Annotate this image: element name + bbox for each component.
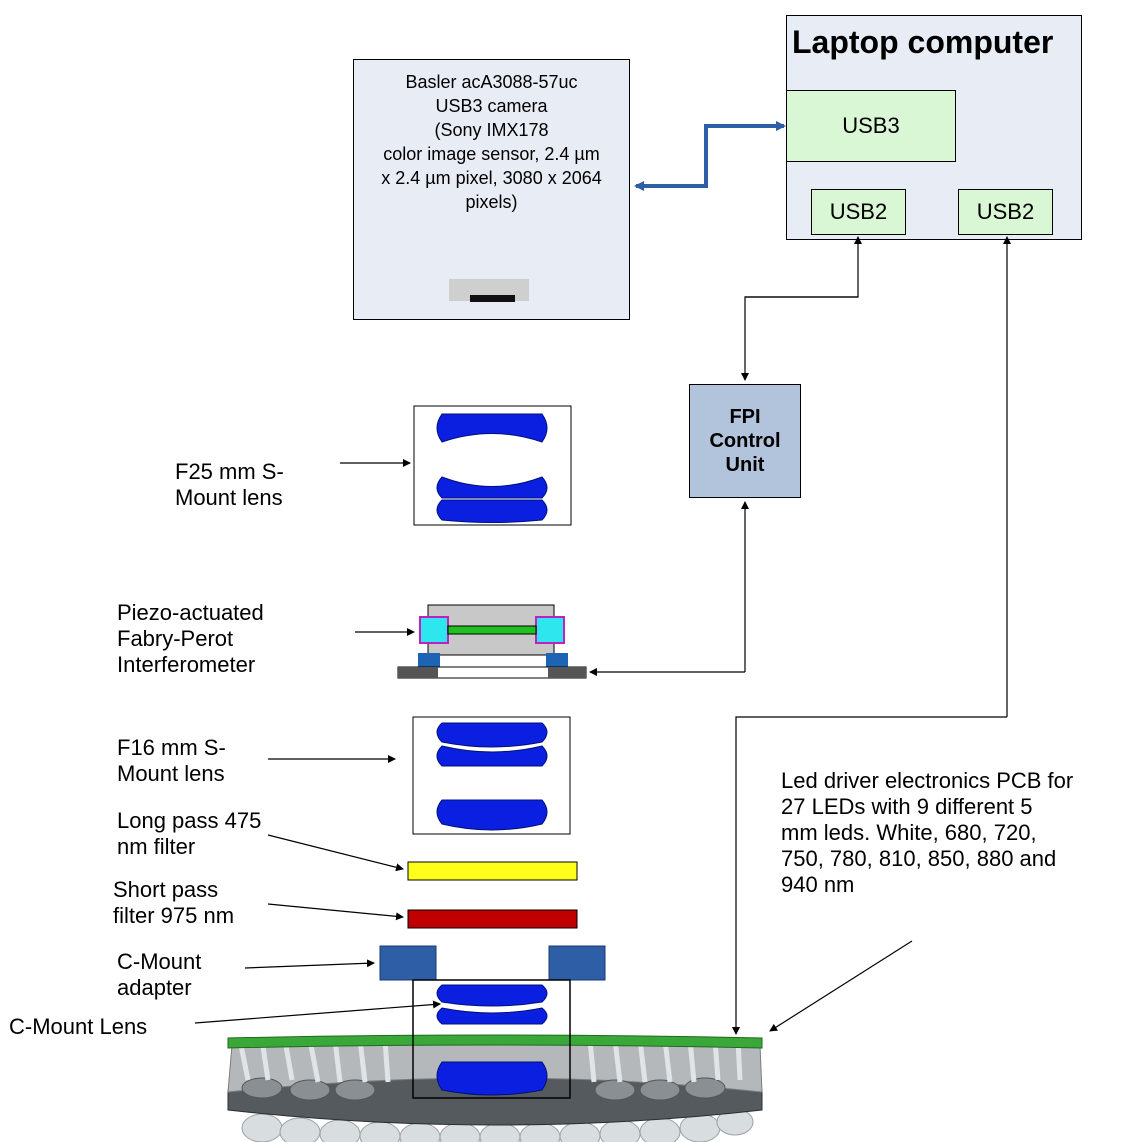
cmount-lens <box>412 979 571 1099</box>
camera-line: pixels) <box>465 192 518 212</box>
fpi-control-unit-label: FPI Control Unit <box>709 405 780 477</box>
label-longpass-filter: Long pass 475 nm filter <box>117 808 261 860</box>
label-shortpass-filter: Short pass filter 975 nm <box>113 877 234 929</box>
label-line: F25 mm S- <box>175 459 284 484</box>
label-cmount-lens: C-Mount Lens <box>9 1014 148 1039</box>
shortpass-filter <box>407 909 578 929</box>
pointer-cmount-lens <box>194 1000 441 1024</box>
f25-lens-assembly <box>413 405 572 526</box>
camera-description: Basler acA3088-57uc USB3 camera (Sony IM… <box>353 70 630 214</box>
usb3-port: USB3 <box>786 90 956 162</box>
usb2-port-right: USB2 <box>958 189 1053 235</box>
pointer-longpass <box>267 834 404 872</box>
label-line: 27 LEDs with 9 different 5 <box>781 794 1033 819</box>
camera-line: x 2.4 µm pixel, 3080 x 2064 <box>381 168 602 188</box>
f16-lens-assembly <box>412 716 571 835</box>
camera-line: color image sensor, 2.4 µm <box>383 144 600 164</box>
label-line: Led driver electronics PCB for <box>781 768 1074 793</box>
label-line: F16 mm S- <box>117 735 226 760</box>
fpi-line: Control <box>709 430 781 452</box>
fpi-line: Unit <box>725 454 765 476</box>
label-line: mm leds. White, 680, 720, <box>781 820 1037 845</box>
fpi-control-unit-box: FPI Control Unit <box>689 384 801 498</box>
label-led-driver-pcb: Led driver electronics PCB for 27 LEDs w… <box>781 768 1073 898</box>
label-line: Short pass <box>113 877 219 902</box>
led-ring <box>227 1034 763 1142</box>
pointer-cmount-adapter <box>244 959 375 969</box>
label-cmount-adapter: C-Mount adapter <box>117 949 201 1001</box>
fpi-control-connection <box>589 501 749 676</box>
label-line: Long pass 475 <box>117 808 262 833</box>
usb2-port-left: USB2 <box>811 189 906 235</box>
fpi-line: FPI <box>729 406 761 428</box>
label-line: Piezo-actuated <box>117 600 264 625</box>
pointer-shortpass <box>267 903 404 921</box>
camera-sensor-chip <box>470 295 515 302</box>
label-fpi-interferometer: Piezo-actuated Fabry-Perot Interferomete… <box>117 600 264 678</box>
pointer-led-pcb <box>769 940 913 1032</box>
label-line: adapter <box>117 975 192 1000</box>
label-line: C-Mount <box>117 949 202 974</box>
longpass-filter <box>407 861 578 881</box>
usb3-camera-connection <box>634 121 786 191</box>
usb2-led-connection <box>732 236 1011 1035</box>
label-line: Interferometer <box>117 652 256 677</box>
usb2-fpi-connection <box>741 236 862 381</box>
cmount-adapter <box>379 945 606 981</box>
label-line: nm filter <box>117 834 196 859</box>
camera-box <box>353 59 630 320</box>
camera-line: Basler acA3088-57uc <box>405 72 578 92</box>
label-f25-lens: F25 mm S- Mount lens <box>175 459 284 511</box>
label-line: 940 nm <box>781 872 855 897</box>
label-f16-lens: F16 mm S- Mount lens <box>117 735 226 787</box>
camera-line: (Sony IMX178 <box>434 120 549 140</box>
fabry-perot-interferometer <box>397 604 587 679</box>
label-line: Mount lens <box>117 761 225 786</box>
label-line: Mount lens <box>175 485 283 510</box>
laptop-title: Laptop computer <box>792 24 1054 60</box>
label-line: 750, 780, 810, 850, 880 and <box>781 846 1057 871</box>
label-line: filter 975 nm <box>113 903 235 928</box>
camera-line: USB3 camera <box>435 96 548 116</box>
label-pointers <box>194 459 913 1032</box>
label-line: Fabry-Perot <box>117 626 234 651</box>
